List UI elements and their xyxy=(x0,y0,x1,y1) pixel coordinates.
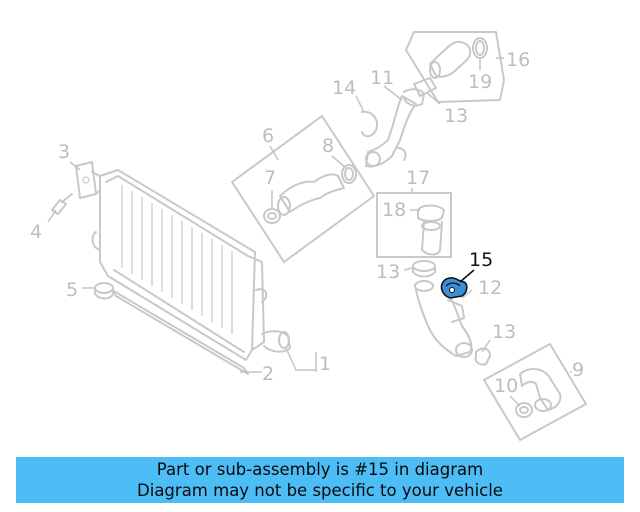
bracket-part-3 xyxy=(75,161,101,199)
clamp-part-14 xyxy=(361,110,378,138)
hose-box-part-6 xyxy=(231,115,375,263)
callout-13-lower: 13 xyxy=(492,321,516,343)
callout-2: 2 xyxy=(262,363,274,385)
hose-box-part-9 xyxy=(483,343,587,441)
callout-7: 7 xyxy=(264,167,276,189)
callout-19: 19 xyxy=(468,71,492,93)
callout-12: 12 xyxy=(478,277,502,299)
callout-1: 1 xyxy=(319,353,331,375)
grommet-part-5 xyxy=(94,282,114,300)
intercooler xyxy=(91,169,291,375)
pipe-part-11 xyxy=(365,88,425,168)
hose-box-part-16 xyxy=(405,31,505,103)
callout-10: 10 xyxy=(494,375,518,397)
callout-17: 17 xyxy=(406,167,430,189)
callout-3: 3 xyxy=(58,141,70,163)
callout-9: 9 xyxy=(572,359,584,381)
info-banner: Part or sub-assembly is #15 in diagram D… xyxy=(16,457,624,503)
callout-labels: 1 2 3 4 5 6 7 8 9 10 11 12 13 13 13 14 1… xyxy=(30,49,584,397)
callout-13-middle: 13 xyxy=(376,261,400,283)
banner-line-1: Part or sub-assembly is #15 in diagram xyxy=(156,460,484,479)
banner-line-2: Diagram may not be specific to your vehi… xyxy=(137,481,503,500)
callout-11: 11 xyxy=(370,67,394,89)
callout-8: 8 xyxy=(322,135,334,157)
callout-13-top: 13 xyxy=(444,105,468,127)
callout-4: 4 xyxy=(30,221,42,243)
box-part-17 xyxy=(376,192,452,258)
callout-6: 6 xyxy=(262,125,274,147)
clamp-part-13-middle xyxy=(412,260,436,278)
part-15-highlighted[interactable] xyxy=(440,277,468,299)
leader-lines xyxy=(47,57,572,407)
callout-5: 5 xyxy=(66,279,78,301)
clamp-part-13-lower xyxy=(474,347,491,366)
bolt-part-4 xyxy=(51,193,73,215)
pipe-part-12 xyxy=(414,280,473,358)
callout-16: 16 xyxy=(506,49,530,71)
callout-18: 18 xyxy=(382,199,406,221)
callout-15: 15 xyxy=(469,249,493,271)
callout-14: 14 xyxy=(332,77,356,99)
